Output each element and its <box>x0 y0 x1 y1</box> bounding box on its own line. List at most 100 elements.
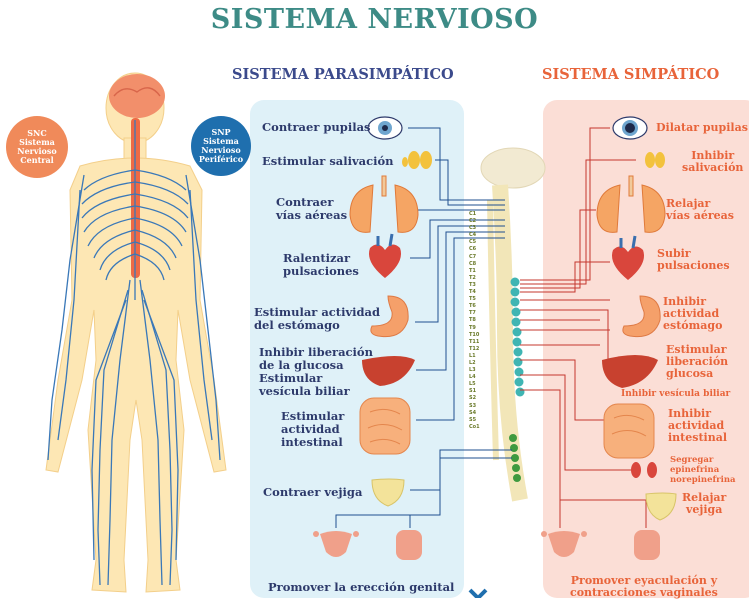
spine-label: T9 <box>469 324 476 331</box>
para-stomach-icon <box>370 295 409 338</box>
simp-bladder-line1: Relajar <box>682 491 727 504</box>
simp-bladder-line2: vejiga <box>685 503 723 516</box>
simp-stomach-line1: Inhibir <box>663 295 706 308</box>
para-airways-line1: Contraer <box>276 195 334 209</box>
spine-label: Co1 <box>469 423 480 430</box>
snc-line3: Nervioso <box>17 146 57 156</box>
para-bladder-icon <box>371 478 405 507</box>
page-title: SISTEMA NERVIOSO <box>210 4 539 35</box>
simp-stomach-line2: actividad <box>663 307 720 320</box>
spine-label: T2 <box>469 274 476 281</box>
spine-label: L2 <box>469 359 476 366</box>
snc-line1: SNC <box>27 128 47 138</box>
simp-heart-icon <box>612 235 644 280</box>
simp-genital-line2: contracciones vaginales <box>570 586 718 599</box>
spine-label: T12 <box>469 345 480 352</box>
simp-liver-line2: liberación <box>666 355 729 368</box>
spine-label: T11 <box>469 338 480 345</box>
spine-label: L4 <box>469 374 476 381</box>
simp-pupils-label: Dilatar pupilas <box>656 121 748 134</box>
simp-uterus-icon <box>541 531 587 557</box>
para-airways-label: Contraer vías aéreas <box>276 196 347 222</box>
para-stomach-line2: del estómago <box>254 318 340 332</box>
para-intestine-line3: intestinal <box>281 435 343 449</box>
spine-label: T10 <box>469 331 480 338</box>
simp-intestine-line2: actividad <box>668 419 725 432</box>
snp-line3: Nervioso <box>201 145 241 155</box>
brain-icon <box>109 74 165 118</box>
snc-badge: SNC Sistema Nervioso Central <box>6 116 68 178</box>
spine-label: S3 <box>469 402 477 409</box>
spine-label: C8 <box>469 260 477 267</box>
para-liver-line4: vesícula biliar <box>259 384 350 398</box>
simp-liver-label: Estimular liberación glucosa <box>666 344 728 380</box>
simp-saliva-line1: Inhibir <box>691 149 735 162</box>
para-liver-line2: de la glucosa <box>259 358 344 372</box>
simp-male-icon <box>634 530 660 560</box>
para-liver-line3: Estimular <box>259 371 323 385</box>
spine-label: T3 <box>469 281 476 288</box>
simp-intestine-line3: intestinal <box>668 431 728 444</box>
para-liver-line1: Inhibir liberación <box>259 345 373 359</box>
simp-genital-line1: Promover eyaculación y <box>570 574 718 587</box>
simp-intestine-label: Inhibir actividad intestinal <box>668 408 727 444</box>
spine-label: C6 <box>469 246 477 253</box>
para-intestine-icon <box>359 397 411 455</box>
spine-label: C7 <box>469 253 477 260</box>
para-heart-icon <box>369 233 401 278</box>
spine-label: L1 <box>469 352 476 359</box>
spine-label: C3 <box>469 225 477 232</box>
spine-label: T5 <box>469 296 476 303</box>
simp-heart-line2: pulsaciones <box>657 259 730 272</box>
simp-intestine-icon <box>603 403 655 459</box>
para-eye-icon <box>367 116 403 140</box>
spine-label: S4 <box>469 409 477 416</box>
simp-intestine-line1: Inhibir <box>668 407 711 420</box>
logo-mark <box>468 588 488 598</box>
spine-label: S5 <box>469 416 477 423</box>
spine-label: C2 <box>469 218 477 225</box>
spine-label: T8 <box>469 317 476 324</box>
simp-stomach-label: Inhibir actividad estómago <box>663 296 722 332</box>
para-heart-label: Ralentizar pulsaciones <box>283 252 359 278</box>
simp-saliva-label: Inhibir salivación <box>682 150 743 174</box>
para-heart-line1: Ralentizar <box>283 251 351 265</box>
simp-adrenal-line3: norepinefrina <box>670 475 736 485</box>
simp-adrenal-icon <box>631 462 657 478</box>
simp-adrenal-line1: Segregar <box>670 455 714 465</box>
sacral-ganglia <box>509 434 521 482</box>
simp-lungs-icon <box>596 175 666 233</box>
para-intestine-line2: actividad <box>281 422 340 436</box>
simp-liver-line1: Estimular <box>666 343 727 356</box>
para-intestine-line1: Estimular <box>281 409 345 423</box>
para-saliva-label: Estimular salivación <box>262 154 394 168</box>
simp-genital-label: Promover eyaculación y contracciones vag… <box>570 575 718 599</box>
simp-airways-line1: Relajar <box>666 197 711 210</box>
para-heart-line2: pulsaciones <box>283 264 359 278</box>
snp-line2: Sistema <box>203 136 239 146</box>
sympathetic-title: SISTEMA SIMPÁTICO <box>542 66 720 83</box>
spine-label: T4 <box>469 289 476 296</box>
simp-eye-icon <box>612 116 648 140</box>
simp-liver-line3: glucosa <box>666 367 714 380</box>
simp-saliva-line2: salivación <box>682 161 744 174</box>
para-stomach-line1: Estimular actividad <box>254 305 381 319</box>
simp-adrenal-line2: epinefrina <box>670 465 720 475</box>
para-pupils-label: Contraer pupilas <box>262 120 371 134</box>
snp-badge: SNP Sistema Nervioso Periférico <box>191 116 251 176</box>
simp-airways-label: Relajar vías aéreas <box>666 198 734 222</box>
simp-heart-line1: Subir <box>657 247 691 260</box>
simp-liver-icon <box>602 355 658 388</box>
spine-label: T6 <box>469 303 476 310</box>
para-lungs-icon <box>349 175 419 233</box>
para-genital-label: Promover la erección genital <box>268 580 455 594</box>
para-stomach-label: Estimular actividad del estómago <box>254 306 380 332</box>
snc-line2: Sistema <box>19 137 55 147</box>
spine-label: C4 <box>469 232 477 239</box>
snp-line4: Periférico <box>198 154 244 164</box>
simp-stomach-icon <box>622 295 661 338</box>
para-male-icon <box>396 530 422 560</box>
spine-label: S1 <box>469 388 477 395</box>
